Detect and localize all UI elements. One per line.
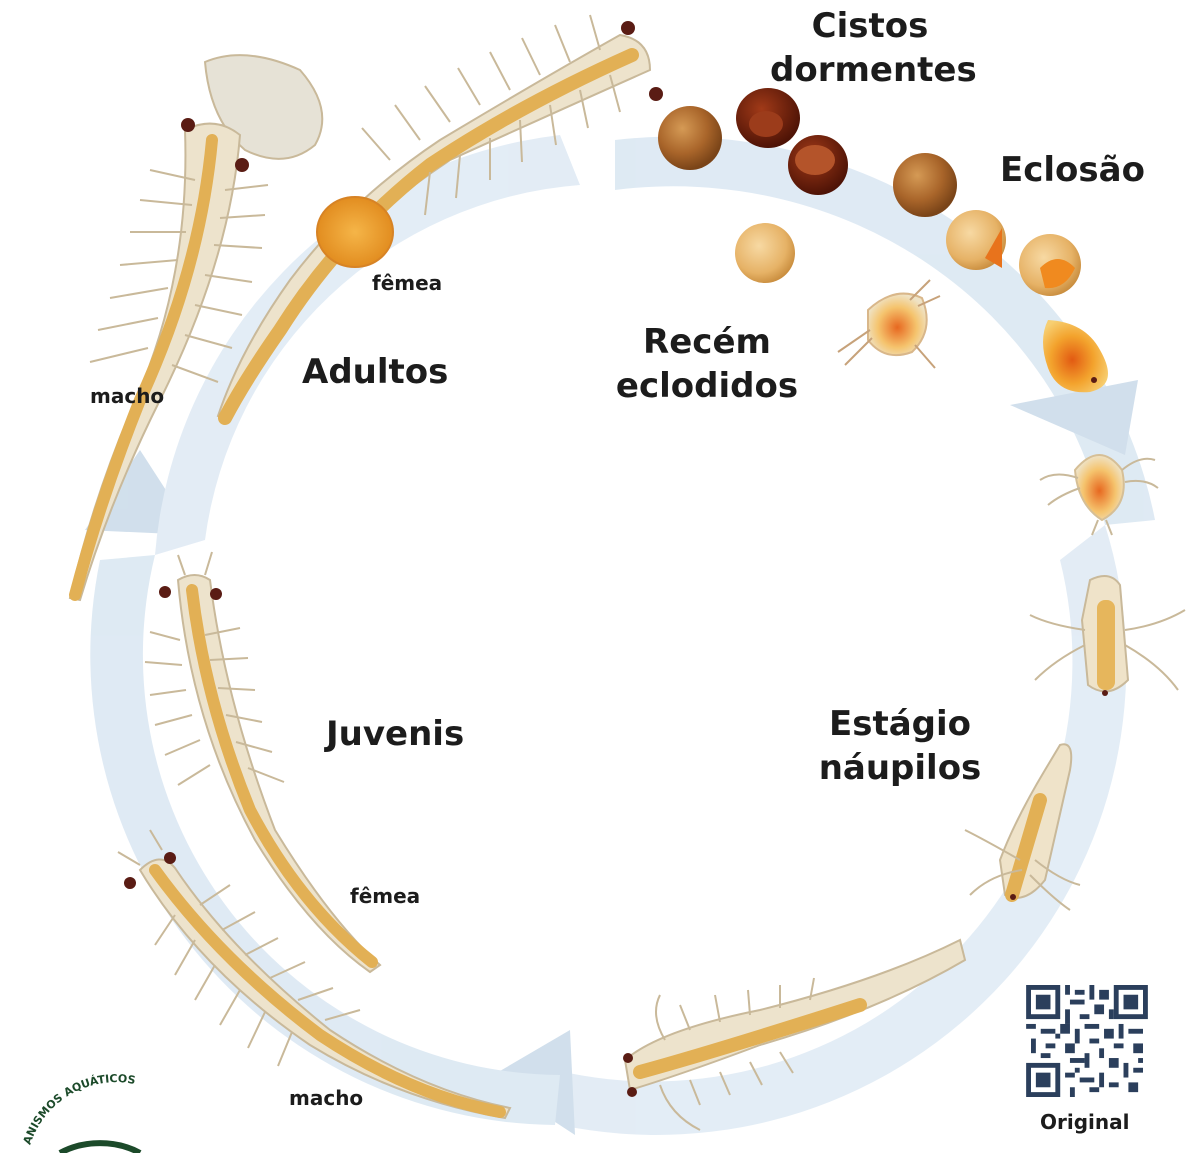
label-juvenile-female: fêmea: [350, 884, 420, 908]
label-juvenile-male: macho: [289, 1086, 363, 1110]
nauplius-stage-2: [1030, 576, 1185, 696]
label-newly-hatched-line2: eclodidos: [612, 364, 802, 408]
label-dormant-cysts: Cistos dormentes: [770, 4, 970, 92]
label-cysts-line2: dormentes: [770, 48, 970, 92]
label-nauplius-line2: náupilos: [815, 746, 985, 790]
label-newly-hatched-line1: Recém: [612, 320, 802, 364]
qr-code[interactable]: [1026, 985, 1148, 1097]
label-cysts-line1: Cistos: [770, 4, 970, 48]
qr-caption: Original: [1040, 1110, 1129, 1134]
dormant-cyst-2: [893, 153, 957, 217]
organization-logo: ANISMOS AQUÁTICOS: [21, 1072, 200, 1153]
svg-text:ANISMOS AQUÁTICOS: ANISMOS AQUÁTICOS: [21, 1072, 137, 1146]
egg-sac: [317, 197, 393, 267]
label-newly-hatched: Recém eclodidos: [612, 320, 802, 408]
label-nauplius-line1: Estágio: [815, 702, 985, 746]
label-adult-male: macho: [90, 384, 164, 408]
label-adults: Adultos: [302, 350, 448, 394]
hydrated-cyst: [735, 223, 795, 283]
label-nauplius-stage: Estágio náupilos: [815, 702, 985, 790]
label-adult-female: fêmea: [372, 271, 442, 295]
newly-hatched-larva: [838, 280, 940, 368]
label-juveniles: Juvenis: [326, 712, 464, 756]
dormant-cyst-1: [658, 106, 722, 170]
label-hatching: Eclosão: [1000, 148, 1145, 192]
